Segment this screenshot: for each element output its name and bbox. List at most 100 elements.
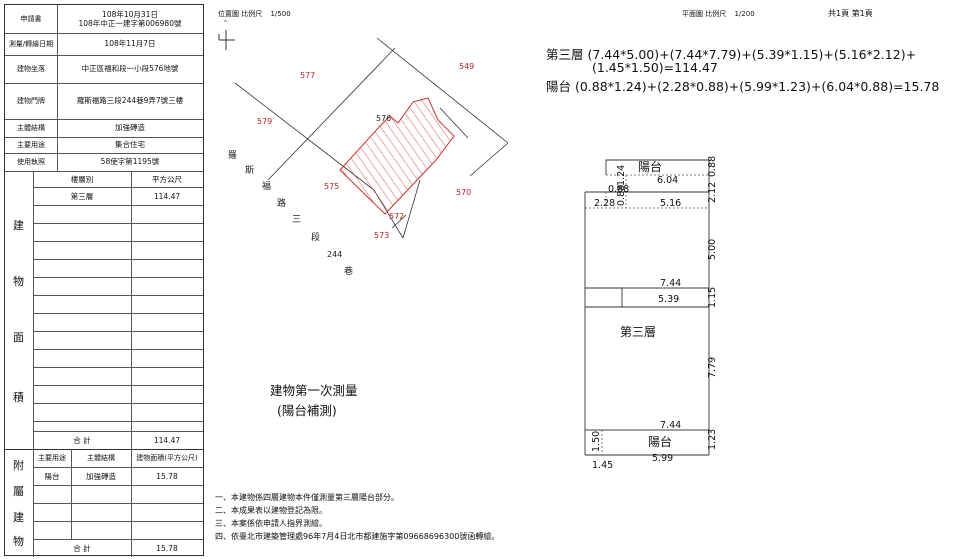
- aux-row-struct: 加強磚造: [86, 471, 116, 481]
- aux-side-char: 附: [13, 459, 24, 472]
- lot-numbers: 577 549 579 576 575 570 572 573: [257, 62, 474, 240]
- plan-dashed-lines: [585, 174, 709, 455]
- aux-side-char: 屬: [13, 485, 24, 498]
- info-value: 加強磚造: [115, 123, 145, 133]
- lot-number: 575: [324, 182, 339, 191]
- info-label: 主要用途: [5, 137, 58, 153]
- area-col-floor: 樓層別: [70, 174, 94, 184]
- aux-col-use: 主要用途: [38, 454, 66, 462]
- road-char: 斯: [245, 164, 254, 176]
- aux-col-struct: 主體結構: [87, 454, 115, 462]
- lot-number: 577: [300, 71, 315, 80]
- info-value: 108年10月31日 108年中正一建字第006980號: [57, 5, 203, 33]
- info-value: 58使字第1195號: [100, 157, 160, 167]
- note-line: 四、依臺北市建築管理處96年7月4日北市都建施字第09668696300號函轉繪…: [215, 532, 500, 541]
- road-char: 羅: [228, 150, 237, 161]
- location-scale-text: 位置圖 比例尺: [218, 10, 263, 18]
- balcony-bottom-label: 陽台: [648, 434, 672, 449]
- info-value: 羅斯福路三段244巷9弄7號三樓: [76, 96, 184, 106]
- survey-note-title: 建物第一次測量: [270, 383, 358, 398]
- info-row-usage: 主要用途 集合住宅: [5, 137, 203, 154]
- road-label: 羅 斯 福 路 三 段 244 巷: [228, 150, 353, 277]
- road-char: 巷: [344, 266, 353, 277]
- building-footprint: [339, 97, 455, 215]
- aux-row-area: 15.78: [156, 471, 178, 481]
- road-char: 路: [277, 197, 286, 209]
- area-total-label: 合 計: [73, 435, 91, 445]
- note-line: 二、本成果表以建物登記為限。: [215, 506, 327, 515]
- dim-label: 2.12: [707, 182, 718, 203]
- dim-label: 5.39: [658, 294, 679, 305]
- info-row-license: 使用執照 58使字第1195號: [5, 153, 203, 172]
- plan-scale-value: 1/200: [734, 10, 755, 18]
- dim-label: 0.88: [707, 156, 718, 177]
- location-scale-value: 1/500: [270, 10, 291, 18]
- road-char: 福: [262, 180, 271, 192]
- info-value: 108年11月7日: [104, 39, 156, 49]
- dim-label: 1.45: [592, 460, 613, 471]
- plan-walls: [584, 159, 710, 456]
- formula-line-1: 第三層 (7.44*5.00)+(7.44*7.79)+(5.39*1.15)+…: [546, 47, 917, 62]
- dim-label: 1.24: [616, 165, 627, 186]
- info-row-address: 建物門牌 羅斯福路三段244巷9弄7號三樓: [5, 83, 203, 120]
- area-row-value: 114.47: [153, 191, 181, 201]
- area-side-char: 物: [13, 275, 24, 288]
- building-info-table: 申請書 108年10月31日 108年中正一建字第006980號 測量/轉繪日期…: [4, 4, 204, 557]
- info-row-location: 建物坐落 中正區福和段一小段576地號: [5, 55, 203, 84]
- road-char: 244: [327, 250, 342, 259]
- info-label: 建物門牌: [5, 83, 58, 119]
- aux-total-label: 合 計: [73, 543, 91, 553]
- info-row-application: 申請書 108年10月31日 108年中正一建字第006980號: [5, 5, 203, 34]
- aux-total-value: 15.78: [156, 543, 178, 553]
- survey-note-subtitle: (陽台補測): [277, 403, 337, 418]
- dim-label: 1.15: [707, 287, 718, 308]
- area-total-value: 114.47: [153, 435, 181, 445]
- plan-scale-text: 平面圖 比例尺: [682, 10, 727, 18]
- area-side-char: 建: [13, 219, 24, 232]
- info-row-structure: 主體結構 加強磚造: [5, 119, 203, 138]
- dim-label: 0.88: [608, 184, 629, 195]
- lot-number: 579: [257, 117, 272, 126]
- location-map: ^ 577 549 579 576 575 570 572 573 羅: [218, 20, 509, 277]
- dim-label: 0.88: [616, 185, 627, 206]
- info-label: 建物坐落: [5, 55, 58, 83]
- aux-row-use: 陽台: [44, 471, 60, 481]
- info-value-line: 108年10月31日: [102, 9, 158, 19]
- formula-line-2: (1.45*1.50)=114.47: [592, 60, 718, 75]
- floor-plan: 陽台 第三層 陽台 6.04 0.88 2.28 5.16 7.44 5.39 …: [584, 156, 718, 471]
- info-value-line: 108年中正一建字第006980號: [78, 19, 182, 28]
- lot-number: 573: [374, 231, 389, 240]
- info-label: 使用執照: [5, 153, 58, 171]
- north-arrow-icon: ^: [218, 20, 235, 50]
- lot-number: 572: [389, 212, 404, 221]
- aux-side-char: 物: [13, 535, 24, 548]
- area-row-floor: 第三層: [70, 191, 94, 201]
- road-char: 段: [311, 231, 320, 243]
- balcony-top-label: 陽台: [638, 159, 662, 174]
- area-side-char: 面: [13, 331, 24, 344]
- dim-label: 1.23: [707, 429, 718, 450]
- aux-side-char: 建: [13, 511, 24, 524]
- lot-number: 576: [376, 114, 391, 123]
- info-label: 申請書: [5, 5, 58, 33]
- note-line: 一、本建物係四層建物本件僅測量第三層陽台部分。: [215, 493, 399, 502]
- dim-label: 5.99: [652, 453, 673, 464]
- dim-label: 7.79: [707, 357, 718, 378]
- note-line: 三、本案係依申請人指界測繪。: [215, 519, 327, 528]
- info-label: 測量/轉繪日期: [5, 33, 58, 55]
- dim-label: 7.44: [660, 420, 681, 431]
- formula-line-3: 陽台 (0.88*1.24)+(2.28*0.88)+(5.99*1.23)+(…: [546, 79, 940, 94]
- area-col-unit: 平方公尺: [152, 174, 182, 184]
- dim-label: 1.50: [591, 431, 602, 452]
- page-count: 共1頁 第1頁: [828, 9, 873, 18]
- info-label: 主體結構: [5, 119, 58, 137]
- info-value: 集合住宅: [115, 140, 145, 150]
- info-row-survey-date: 測量/轉繪日期 108年11月7日: [5, 33, 203, 56]
- dim-label: 5.16: [660, 198, 681, 209]
- lot-number: 570: [456, 188, 471, 197]
- info-value: 中正區福和段一小段576地號: [81, 64, 179, 74]
- road-char: 三: [292, 215, 301, 225]
- plan-scale-label: 平面圖 比例尺 1/200: [682, 9, 755, 19]
- aux-col-area: 建物面積(平方公尺): [136, 454, 198, 462]
- dim-label: 7.44: [660, 278, 681, 289]
